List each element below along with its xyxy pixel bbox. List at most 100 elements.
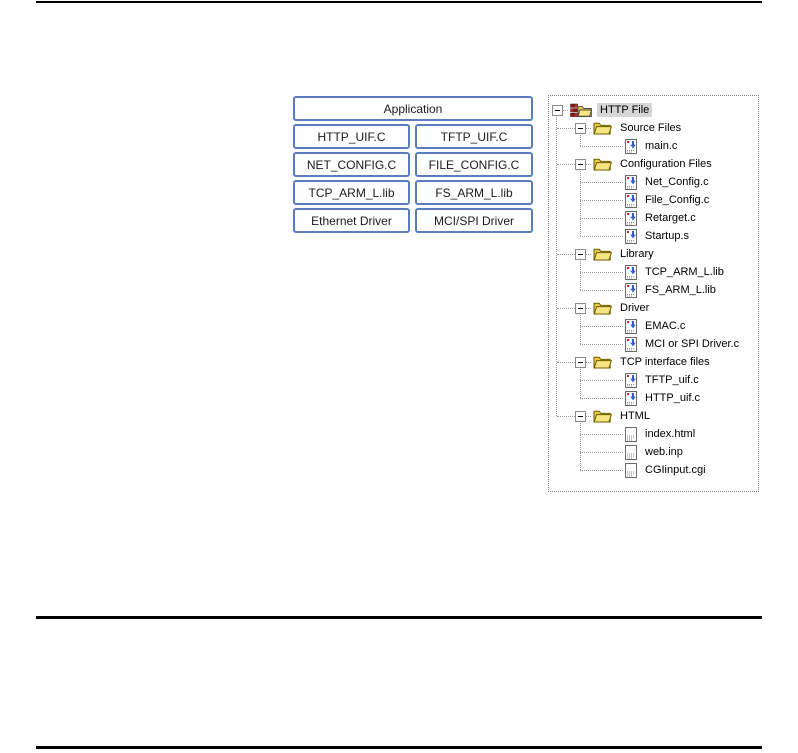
tree-item-html[interactable]: HTML [549, 407, 758, 425]
source-file-icon [625, 319, 637, 334]
collapse-minus-icon[interactable] [575, 122, 586, 134]
tree-connector [580, 451, 623, 453]
tree-item-http-uif-c[interactable]: HTTP_uif.c [549, 389, 758, 407]
source-file-icon [625, 211, 637, 226]
tree-connector [557, 127, 575, 129]
tree-item-mci-or-spi-driver-c[interactable]: MCI or SPI Driver.c [549, 335, 758, 353]
tree-connector [586, 163, 591, 165]
source-file-icon [625, 283, 637, 298]
tree-item-label: index.html [645, 428, 696, 440]
source-file-icon [625, 139, 637, 154]
tree-connector [586, 415, 591, 417]
tree-item-label: Net_Config.c [645, 176, 709, 188]
tree-item-label: TFTP_uif.c [645, 374, 699, 386]
tree-connector-line [580, 367, 581, 398]
tree-item-fs-arm-l-lib[interactable]: FS_ARM_L.lib [549, 281, 758, 299]
text-file-icon [625, 445, 637, 460]
source-file-icon [625, 391, 637, 406]
tree-item-source-files[interactable]: Source Files [549, 119, 758, 137]
tree-connector [563, 109, 568, 111]
collapse-minus-icon[interactable] [552, 104, 563, 116]
tree-item-emac-c[interactable]: EMAC.c [549, 317, 758, 335]
project-tree-panel: HTTP File Source Files main.c Configurat… [548, 95, 759, 492]
tree-item-label: FS_ARM_L.lib [645, 284, 716, 296]
tree-connector [580, 379, 623, 381]
collapse-minus-icon[interactable] [575, 356, 586, 368]
open-folder-icon [593, 409, 612, 423]
project-target-icon [570, 103, 592, 118]
collapse-minus-icon[interactable] [575, 302, 586, 314]
tree-connector [557, 163, 575, 165]
tree-connector [580, 343, 623, 345]
diagram-box-ethernet-driver: Ethernet Driver [293, 208, 410, 233]
diagram-box-file-config-c: FILE_CONFIG.C [415, 152, 533, 177]
tree-connector [557, 307, 575, 309]
tree-connector [580, 271, 623, 273]
tree-item-label: Library [620, 248, 654, 260]
tree-item-label: HTML [620, 410, 650, 422]
tree-connector [586, 253, 591, 255]
text-file-icon [625, 463, 637, 478]
tree-item-startup-s[interactable]: Startup.s [549, 227, 758, 245]
tree-item-label: main.c [645, 140, 678, 152]
tree-item-label: Startup.s [645, 230, 690, 242]
tree-item-web-inp[interactable]: web.inp [549, 443, 758, 461]
tree-item-label: Retarget.c [645, 212, 696, 224]
tree-connector [557, 253, 575, 255]
tree-item-label: File_Config.c [645, 194, 710, 206]
tree-connector [580, 217, 623, 219]
open-folder-icon [593, 157, 612, 171]
tree-connector [580, 199, 623, 201]
tree-connector [586, 307, 591, 309]
tree-item-label: CGIinput.cgi [645, 464, 706, 476]
source-file-icon [625, 229, 637, 244]
tree-item-net-config-c[interactable]: Net_Config.c [549, 173, 758, 191]
tree-connector [580, 469, 623, 471]
tree-item-label: MCI or SPI Driver.c [645, 338, 740, 350]
tree-item-tcp-interface-files[interactable]: TCP interface files [549, 353, 758, 371]
collapse-minus-icon[interactable] [575, 158, 586, 170]
tree-connector [580, 235, 623, 237]
tree-item-driver[interactable]: Driver [549, 299, 758, 317]
tree-connector [580, 181, 623, 183]
tree-item-label: Driver [620, 302, 650, 314]
tree-item-label: Source Files [620, 122, 682, 134]
source-file-icon [625, 337, 637, 352]
tree-connector [580, 325, 623, 327]
tree-item-label: EMAC.c [645, 320, 686, 332]
text-file-icon [625, 427, 637, 442]
tree-connector [557, 415, 575, 417]
tree-item-label: TCP_ARM_L.lib [645, 266, 724, 278]
tree-item-http-file[interactable]: HTTP File [549, 101, 758, 119]
source-file-icon [625, 373, 637, 388]
tree-connector [557, 361, 575, 363]
source-file-icon [625, 265, 637, 280]
tree-item-tcp-arm-l-lib[interactable]: TCP_ARM_L.lib [549, 263, 758, 281]
tree-item-file-config-c[interactable]: File_Config.c [549, 191, 758, 209]
tree-item-configuration-files[interactable]: Configuration Files [549, 155, 758, 173]
collapse-minus-icon[interactable] [575, 410, 586, 422]
tree-item-library[interactable]: Library [549, 245, 758, 263]
tree-item-tftp-uif-c[interactable]: TFTP_uif.c [549, 371, 758, 389]
tree-item-index-html[interactable]: index.html [549, 425, 758, 443]
tree-item-label: web.inp [645, 446, 683, 458]
tree-item-label: Configuration Files [620, 158, 712, 170]
diagram-box-tftp-uif-c: TFTP_UIF.C [415, 124, 533, 149]
diagram-box-net-config-c: NET_CONFIG.C [293, 152, 410, 177]
tree-connector-line [580, 313, 581, 344]
collapse-minus-icon[interactable] [575, 248, 586, 260]
tree-item-label: TCP interface files [620, 356, 710, 368]
open-folder-icon [593, 301, 612, 315]
block-diagram: Application HTTP_UIF.C TFTP_UIF.C NET_CO… [293, 96, 533, 233]
tree-item-retarget-c[interactable]: Retarget.c [549, 209, 758, 227]
tree-item-cgiinput-cgi[interactable]: CGIinput.cgi [549, 461, 758, 479]
tree-connector [586, 127, 591, 129]
tree-item-label: HTTP File [597, 103, 653, 117]
tree-item-main-c[interactable]: main.c [549, 137, 758, 155]
header-rule [36, 1, 762, 3]
tree-connector-line [580, 169, 581, 236]
diagram-box-application: Application [293, 96, 533, 121]
tree-connector [580, 145, 623, 147]
diagram-box-http-uif-c: HTTP_UIF.C [293, 124, 410, 149]
